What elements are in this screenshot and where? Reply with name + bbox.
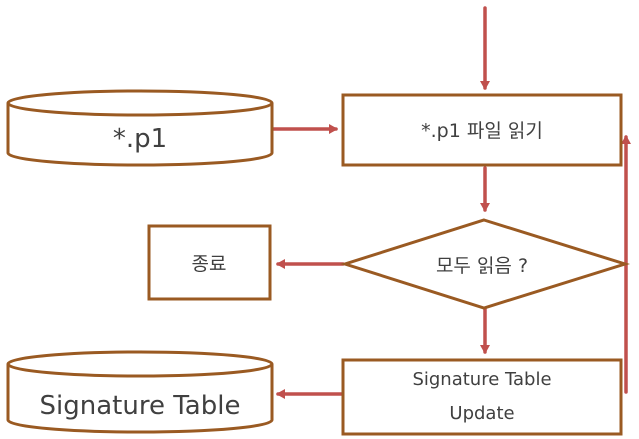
- read-file-box: *.p1 파일 읽기: [341, 93, 623, 167]
- cylinder-sig-label: Signature Table: [40, 391, 241, 421]
- update-box: Signature Table Update: [341, 358, 623, 436]
- update-label-line1: Signature Table: [412, 369, 551, 390]
- cylinder-signature-table: Signature Table: [6, 350, 274, 434]
- end-box: 종료: [147, 224, 272, 301]
- cylinder-p1: *.p1: [6, 89, 274, 167]
- end-label: 종료: [192, 253, 227, 275]
- read-file-label: *.p1 파일 읽기: [421, 120, 543, 142]
- cylinder-p1-label: *.p1: [113, 124, 167, 154]
- decision-label: 모두 읽음 ?: [436, 255, 528, 277]
- decision-diamond: 모두 읽음 ?: [340, 218, 631, 310]
- update-label-line2: Update: [449, 403, 514, 424]
